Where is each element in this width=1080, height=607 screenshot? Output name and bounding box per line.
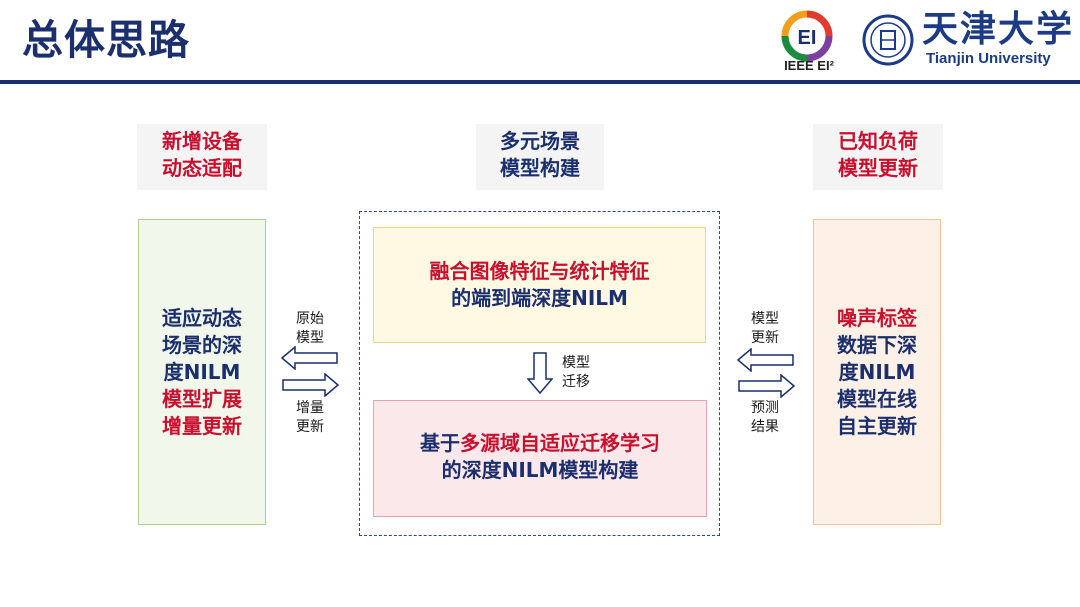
- center-bottom-line1-prefix: 基于: [420, 431, 460, 455]
- center-top-line1: 融合图像特征与统计特征: [429, 259, 650, 283]
- right-arrow-bottom-label-1: 预测: [751, 400, 779, 416]
- left-line-5: 增量更新: [162, 414, 242, 438]
- middle-arrow-label-1: 模型: [562, 355, 590, 371]
- right-line-3: 度NILM: [838, 360, 916, 384]
- left-line-1: 适应动态: [162, 306, 242, 330]
- center-top-box: 融合图像特征与统计特征 的端到端深度NILM: [373, 227, 706, 343]
- center-bottom-line2: 的深度NILM模型构建: [441, 458, 639, 482]
- center-bottom-box: 基于多源域自适应迁移学习 的深度NILM模型构建: [373, 400, 707, 517]
- title-divider: [0, 80, 1080, 84]
- header-center: 多元场景 模型构建: [476, 124, 604, 190]
- center-container: [359, 211, 720, 536]
- middle-down-arrow-icon: [527, 352, 553, 394]
- right-arrow-bottom-label: 预测 结果: [741, 399, 789, 437]
- center-bottom-line1-emph: 多源域自适应迁移学习: [460, 431, 660, 455]
- header-right-line1: 已知负荷: [838, 129, 918, 153]
- middle-arrow-label-2: 迁移: [562, 374, 590, 390]
- right-arrow-left-icon: [737, 348, 794, 372]
- left-arrow-top-label-2: 模型: [296, 330, 324, 346]
- right-line-4: 模型在线: [837, 387, 917, 411]
- tju-chinese-name: 天津大学: [922, 8, 1075, 50]
- left-line-3: 度NILM: [163, 360, 241, 384]
- page-title: 总体思路: [22, 16, 190, 64]
- center-bottom-text: 基于多源域自适应迁移学习 的深度NILM模型构建: [374, 430, 706, 484]
- header-center-line1: 多元场景: [500, 129, 580, 153]
- right-line-2: 数据下深: [837, 333, 917, 357]
- left-arrow-top-label-1: 原始: [296, 311, 324, 327]
- ieee-ei2-logo: EI: [781, 10, 833, 62]
- left-arrow-bottom-label: 增量 更新: [286, 399, 334, 437]
- right-panel: 噪声标签 数据下深 度NILM 模型在线 自主更新: [813, 219, 941, 525]
- header-right: 已知负荷 模型更新: [813, 124, 943, 190]
- svg-text:EI: EI: [798, 27, 817, 49]
- ieee-ei2-label: IEEE EI²: [784, 58, 834, 73]
- left-arrow-left-icon: [281, 346, 338, 370]
- right-panel-text: 噪声标签 数据下深 度NILM 模型在线 自主更新: [814, 305, 940, 440]
- header-right-line2: 模型更新: [838, 156, 918, 180]
- center-bottom-line1: 基于多源域自适应迁移学习: [374, 430, 706, 457]
- tju-seal-icon: [862, 14, 914, 66]
- right-arrow-right-icon: [738, 374, 795, 398]
- header-left: 新增设备 动态适配: [137, 124, 267, 190]
- header-left-line2: 动态适配: [162, 156, 242, 180]
- header-center-line2: 模型构建: [500, 156, 580, 180]
- center-top-text: 融合图像特征与统计特征 的端到端深度NILM: [374, 258, 705, 312]
- right-arrow-top-label: 模型 更新: [741, 310, 789, 348]
- right-line-5: 自主更新: [837, 414, 917, 438]
- middle-arrow-label: 模型 迁移: [554, 354, 598, 392]
- left-arrow-top-label: 原始 模型: [286, 310, 334, 348]
- left-panel-text: 适应动态 场景的深 度NILM 模型扩展 增量更新: [139, 305, 265, 440]
- left-line-4: 模型扩展: [162, 387, 242, 411]
- left-line-2: 场景的深: [162, 333, 242, 357]
- left-arrow-right-icon: [282, 373, 339, 397]
- tju-english-name: Tianjin University: [926, 50, 1051, 67]
- right-arrow-bottom-label-2: 结果: [751, 419, 779, 435]
- right-arrow-top-label-1: 模型: [751, 311, 779, 327]
- left-arrow-bottom-label-1: 增量: [296, 400, 324, 416]
- right-arrow-top-label-2: 更新: [751, 330, 779, 346]
- center-top-line2: 的端到端深度NILM: [451, 286, 628, 310]
- left-panel: 适应动态 场景的深 度NILM 模型扩展 增量更新: [138, 219, 266, 525]
- left-arrow-bottom-label-2: 更新: [296, 419, 324, 435]
- header-left-line1: 新增设备: [162, 129, 242, 153]
- right-line-1: 噪声标签: [837, 306, 917, 330]
